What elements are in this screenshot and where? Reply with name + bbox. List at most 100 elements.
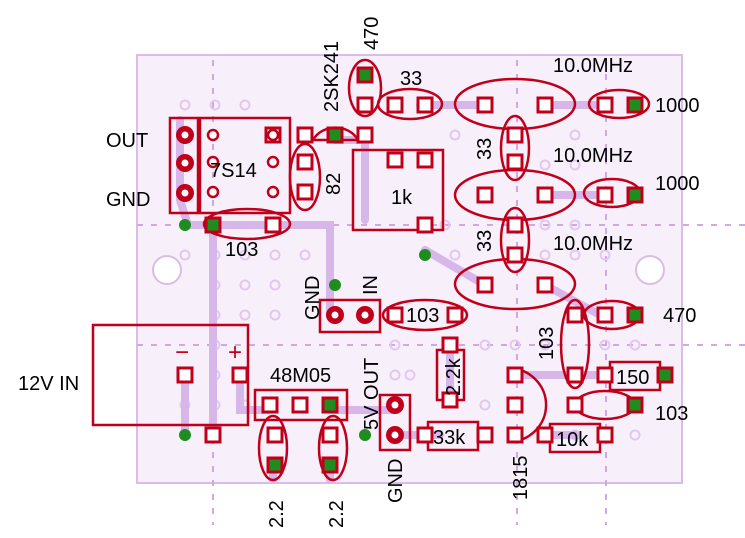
pad-square — [291, 396, 309, 414]
pot-1k-body — [351, 148, 445, 232]
c-2-2-b-outline — [317, 414, 349, 482]
pad-round — [386, 396, 404, 414]
label-gnd-bottom: GND — [385, 459, 407, 503]
pad-square — [321, 426, 339, 444]
pad-square — [386, 306, 404, 324]
c-103-vert-outline — [559, 298, 591, 390]
label-ic-7s14: 7S14 — [210, 160, 257, 182]
pad-square — [536, 426, 554, 444]
label-r-2-2k: 2.2k — [443, 357, 465, 396]
label-c-2-2-a: 2.2 — [266, 500, 288, 528]
pad-square-filled — [656, 366, 674, 384]
pad-square-filled — [626, 396, 644, 414]
label-c-103-top: 103 — [225, 239, 258, 261]
pad-square-filled — [266, 456, 284, 474]
label-gnd-mid: GND — [302, 276, 324, 320]
c-33-top-outline — [376, 87, 444, 121]
pad-square — [506, 126, 524, 144]
pad-square-filled — [321, 396, 339, 414]
via — [419, 249, 431, 261]
pad-square — [296, 183, 314, 201]
pad-square — [446, 306, 464, 324]
label-plus: + — [228, 339, 242, 366]
pad-ic-pin — [206, 128, 220, 142]
pad-square — [566, 366, 584, 384]
labels: OUT GND 7S14 103 82 2SK241 470 33 1k 10.… — [18, 17, 700, 528]
pad-square — [506, 153, 524, 171]
pad-square — [506, 426, 524, 444]
label-c-103-mid: 103 — [406, 305, 439, 327]
mounting-hole-right — [635, 255, 665, 285]
pad-square — [536, 96, 554, 114]
pad-round — [176, 184, 194, 202]
c-1000-a-outline — [587, 88, 651, 120]
pad-square — [441, 391, 459, 409]
pad-square-filled — [626, 306, 644, 324]
pad-square-filled — [356, 66, 374, 84]
c-33-mid-b-outline — [499, 206, 531, 274]
pad-square-filled — [626, 186, 644, 204]
label-gnd-left: GND — [106, 189, 150, 211]
pad-square-filled — [321, 456, 339, 474]
pad-round — [356, 306, 374, 324]
via — [179, 219, 191, 231]
label-xtal-1: 10.0MHz — [553, 55, 633, 77]
pad-square — [296, 153, 314, 171]
pad-square — [536, 186, 554, 204]
label-in-mid: IN — [360, 275, 382, 295]
pad-square-filled — [626, 96, 644, 114]
pad-ic-pin — [266, 185, 280, 199]
pad-square — [386, 151, 404, 169]
pad-square — [566, 396, 584, 414]
label-c-33-mid-a: 33 — [474, 138, 496, 160]
label-c-33-top: 33 — [400, 68, 422, 90]
via — [359, 429, 371, 441]
label-r-10k: 10k — [556, 429, 589, 451]
pad-ic-pin — [266, 155, 280, 169]
pad-square — [506, 246, 524, 264]
tr-1815-body — [507, 366, 548, 444]
via — [329, 279, 341, 291]
pad-round — [386, 426, 404, 444]
pad-square — [596, 426, 614, 444]
label-c-2-2-b: 2.2 — [326, 500, 348, 528]
label-out-5v: 5V OUT — [361, 358, 383, 430]
c-33-mid-a-outline — [499, 114, 531, 182]
pad-round — [326, 306, 344, 324]
pad-round — [176, 126, 194, 144]
label-minus: − — [175, 339, 189, 366]
header-in-body — [318, 298, 382, 334]
mounting-hole-left — [152, 255, 182, 285]
pad-square — [506, 216, 524, 234]
label-tr-1815: 1815 — [510, 456, 532, 501]
label-c-470-top: 470 — [361, 17, 383, 50]
pad-ic-pin — [206, 185, 220, 199]
header-5v-body — [378, 393, 412, 452]
pad-square-filled — [204, 216, 222, 234]
pad-square — [356, 96, 374, 114]
pad-square — [506, 366, 524, 384]
label-c-470-right: 470 — [663, 305, 696, 327]
label-c-103-vert: 103 — [536, 327, 558, 360]
label-tr-2sk241: 2SK241 — [321, 41, 343, 112]
via — [179, 429, 191, 441]
pad-square — [536, 276, 554, 294]
label-out: OUT — [106, 130, 148, 152]
c-2-2-a-outline — [257, 414, 289, 482]
label-r-82: 82 — [323, 173, 345, 195]
label-power-in: 12V IN — [18, 373, 79, 395]
pad-square — [596, 186, 614, 204]
pad-square — [476, 426, 494, 444]
pad-square — [416, 216, 434, 234]
c-103-mid-outline — [381, 298, 469, 332]
pad-square — [476, 96, 494, 114]
pad-square — [416, 426, 434, 444]
label-c-1000-a: 1000 — [655, 95, 700, 117]
pad-square — [204, 426, 222, 444]
pad-square — [264, 216, 282, 234]
pad-square — [416, 151, 434, 169]
pad-square — [296, 126, 314, 144]
label-r-150: 150 — [616, 367, 649, 389]
